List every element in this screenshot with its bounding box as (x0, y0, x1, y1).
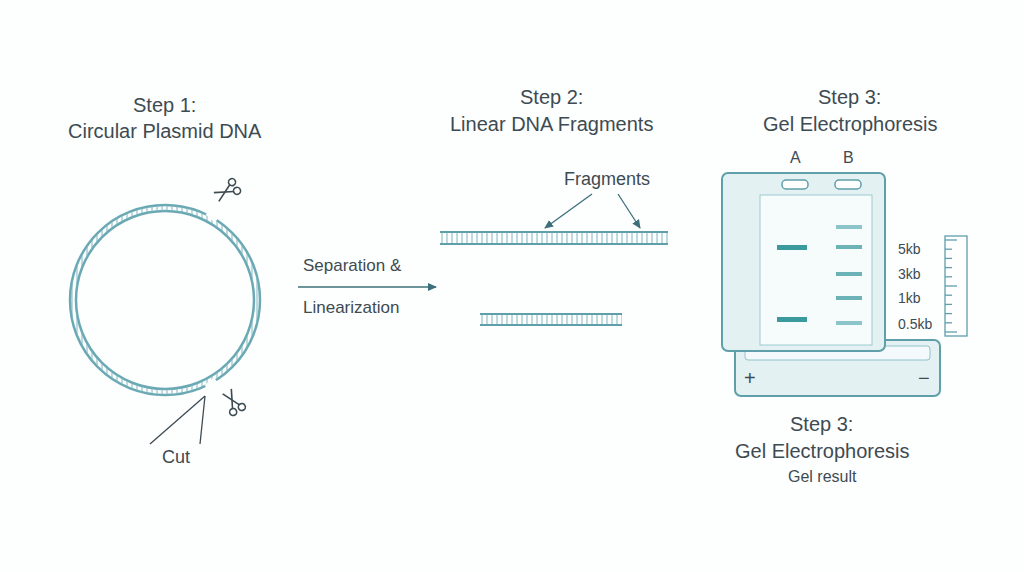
cut-site (206, 206, 223, 223)
electrode-sign: + (744, 366, 756, 390)
dna-fragment (480, 314, 622, 325)
arrow-label: Separation & Linearization (303, 245, 438, 329)
ruler-tick (945, 285, 957, 286)
size-label: 0.5kb (898, 316, 932, 333)
ruler-tick (945, 258, 952, 259)
size-label: 3kb (898, 266, 921, 283)
size-label: 5kb (898, 241, 921, 258)
plasmid-circle (70, 205, 260, 395)
gel-bands (777, 225, 862, 325)
cut-label: Cut (162, 447, 190, 469)
step-heading: Circular Plasmid DNA (68, 119, 261, 143)
dna-fragment (440, 232, 668, 244)
size-label: 1kb (898, 290, 921, 307)
ruler-tick (945, 276, 952, 277)
lane-label: B (843, 148, 854, 167)
ruler-tick (945, 239, 957, 240)
step-heading: Linear DNA Fragments (450, 112, 653, 136)
gel-box (722, 173, 885, 351)
ruler (945, 236, 967, 336)
step-heading: Gel Electrophoresis (735, 439, 910, 463)
ruler-tick (945, 313, 952, 314)
ruler-tick (945, 249, 952, 250)
ruler-tick (945, 267, 952, 268)
caption-note: Gel result (788, 467, 856, 486)
step-heading: Gel Electrophoresis (763, 112, 938, 136)
ruler-tick (945, 304, 952, 305)
ruler-tick (945, 322, 952, 323)
cut-site (205, 378, 222, 395)
step-heading: Step 3: (818, 85, 881, 109)
scissors-icon (212, 177, 242, 204)
step-heading: Step 1: (133, 93, 196, 117)
fragment-leader (545, 194, 640, 228)
process-arrow (298, 286, 436, 288)
step-heading: Step 3: (790, 412, 853, 436)
lane-label: A (790, 148, 801, 167)
cut-leader (150, 396, 205, 444)
fragments-label: Fragments (564, 169, 650, 191)
scissors-icon (220, 387, 247, 417)
ruler-tick (945, 331, 957, 332)
ruler-tick (945, 295, 952, 296)
electrode-sign: − (918, 366, 930, 390)
step-heading: Step 2: (520, 85, 583, 109)
